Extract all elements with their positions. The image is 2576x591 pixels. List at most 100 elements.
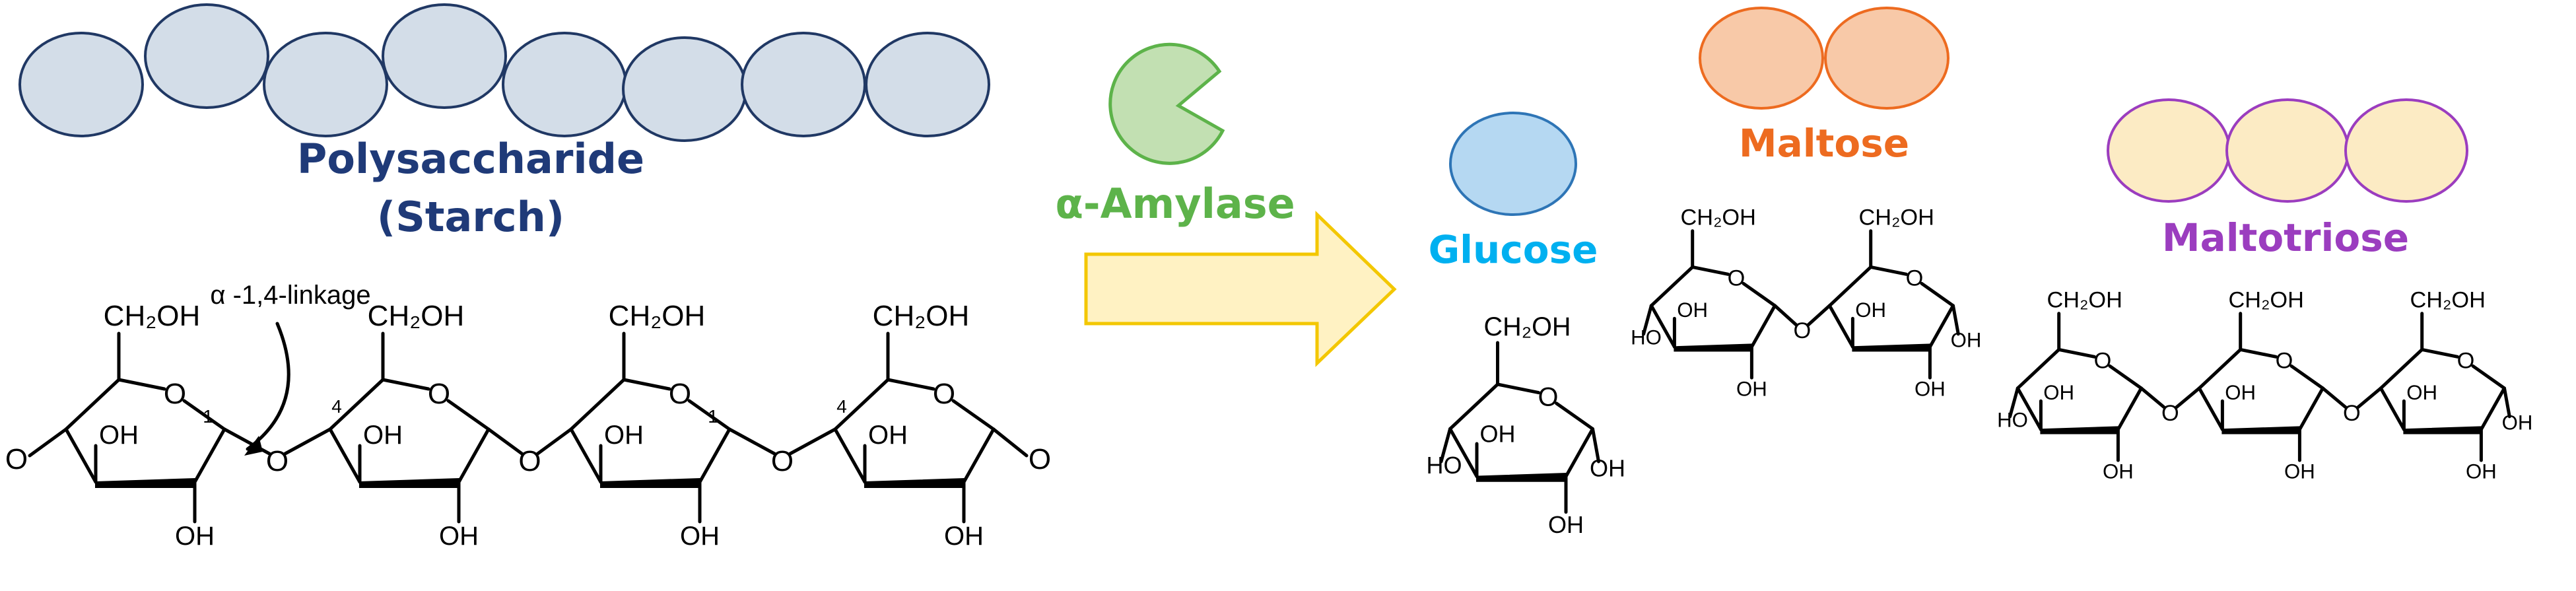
maltotriose-bead [2225, 98, 2350, 203]
starch-bead [382, 3, 507, 109]
bond-line [698, 427, 731, 484]
bond-line [1928, 304, 1955, 349]
glycosidic-oxygen-label: O [2343, 401, 2361, 426]
bond-line [1691, 265, 1730, 276]
bond-line [1806, 304, 1831, 327]
bond-line [1742, 281, 1777, 308]
bond-line [457, 427, 491, 484]
bond-line [2379, 347, 2424, 390]
maltotriose-bead-chain [2107, 98, 2468, 203]
bond-line [2175, 386, 2201, 409]
bond-line [622, 378, 671, 391]
bond-line [2108, 364, 2143, 390]
bond-line [2289, 364, 2324, 390]
bond-line [992, 427, 1029, 458]
bond-line [1649, 304, 1676, 349]
starch-label: (Starch) [377, 193, 564, 241]
ring-oxygen-label: O [164, 378, 186, 410]
glycosidic-oxygen-label: O [518, 445, 541, 477]
hydroxyl-label: OH [1915, 377, 1946, 400]
starch-bead [622, 36, 747, 142]
bold-bond-wedge [95, 477, 195, 488]
ch2oh-label: CH₂OH [1859, 205, 1934, 230]
hydroxyl-label: OH [2406, 381, 2437, 404]
bond-line [728, 427, 776, 456]
glycosidic-oxygen-label: O [2161, 401, 2179, 426]
bond-line [64, 378, 121, 431]
hydroxyl-label: OH [2043, 381, 2074, 404]
hydroxyl-label: OH [2502, 411, 2533, 434]
chain-end-oxygen-label: O [1029, 443, 1051, 475]
hydroxyl-label: OH [1548, 511, 1584, 538]
amylase-label: α-Amylase [1055, 180, 1295, 228]
bond-line [2016, 386, 2043, 431]
hydroxyl-label: HO [1427, 452, 1462, 479]
maltotriose-bead [2107, 98, 2231, 203]
starch-bead [865, 32, 990, 137]
bond-line [1773, 304, 1798, 327]
ring-oxygen-label: O [669, 378, 691, 410]
ch2oh-label: CH₂OH [2047, 287, 2122, 312]
bond-line [28, 427, 68, 458]
bond-line [2239, 347, 2278, 359]
bond-line [328, 427, 362, 484]
pac-man-enzyme-icon [1108, 42, 1225, 165]
ch2oh-label: CH₂OH [873, 300, 970, 332]
bond-line [328, 378, 385, 431]
ring-oxygen-label: O [2094, 348, 2112, 373]
bond-line [1555, 401, 1594, 431]
bond-line [788, 427, 837, 456]
bond-line [886, 378, 935, 391]
hydroxyl-label: OH [175, 522, 215, 551]
bond-line [193, 427, 226, 484]
starch-bead [741, 32, 866, 137]
bond-line [2140, 386, 2166, 409]
glycosidic-oxygen-label: O [266, 445, 288, 477]
carbon-position-label: 4 [331, 396, 342, 417]
bond-line [536, 427, 573, 456]
carbon-position-label: 1 [203, 406, 213, 427]
bold-bond-wedge [1852, 343, 1931, 352]
ch2oh-label: CH₂OH [1681, 205, 1756, 230]
hydroxyl-label: OH [2466, 460, 2497, 483]
bond-line [2420, 347, 2460, 359]
bold-bond-wedge [359, 477, 459, 488]
hydroxyl-label: OH [1855, 298, 1886, 322]
ch2oh-label: CH₂OH [368, 300, 465, 332]
hydroxyl-label: OH [1677, 298, 1708, 322]
hydroxyl-label: OH [2284, 460, 2315, 483]
linkage-label: α -1,4-linkage [210, 281, 370, 310]
bond-line [2471, 364, 2506, 390]
hydroxyl-label: OH [363, 421, 403, 450]
bold-bond-wedge [2040, 426, 2119, 435]
bond-line [569, 427, 603, 484]
starch-bead [502, 32, 627, 137]
bond-line [222, 427, 271, 456]
hydroxyl-label: OH [680, 522, 720, 551]
bond-line [833, 378, 890, 431]
bond-line [283, 427, 332, 456]
right-arrow-icon [1084, 211, 1397, 367]
ring-oxygen-label: O [933, 378, 955, 410]
bond-line [182, 399, 226, 431]
ring-oxygen-label: O [1906, 265, 1924, 291]
ch2oh-label: CH₂OH [2229, 287, 2304, 312]
bond-line [2321, 386, 2348, 409]
bond-line [2116, 386, 2143, 431]
maltotriose-label: Maltotriose [2162, 215, 2409, 260]
bond-line [2057, 347, 2097, 359]
bold-bond-wedge [2221, 426, 2301, 435]
bold-bond-wedge [2403, 426, 2482, 435]
bond-line [951, 399, 996, 431]
bond-line [2356, 386, 2383, 409]
ch2oh-label: CH₂OH [2410, 287, 2486, 312]
hydroxyl-label: OH [604, 421, 644, 450]
maltose-bead-chain [1699, 7, 1949, 110]
bond-line [2503, 386, 2511, 419]
bond-line [1951, 304, 1960, 336]
bond-line [687, 399, 731, 431]
